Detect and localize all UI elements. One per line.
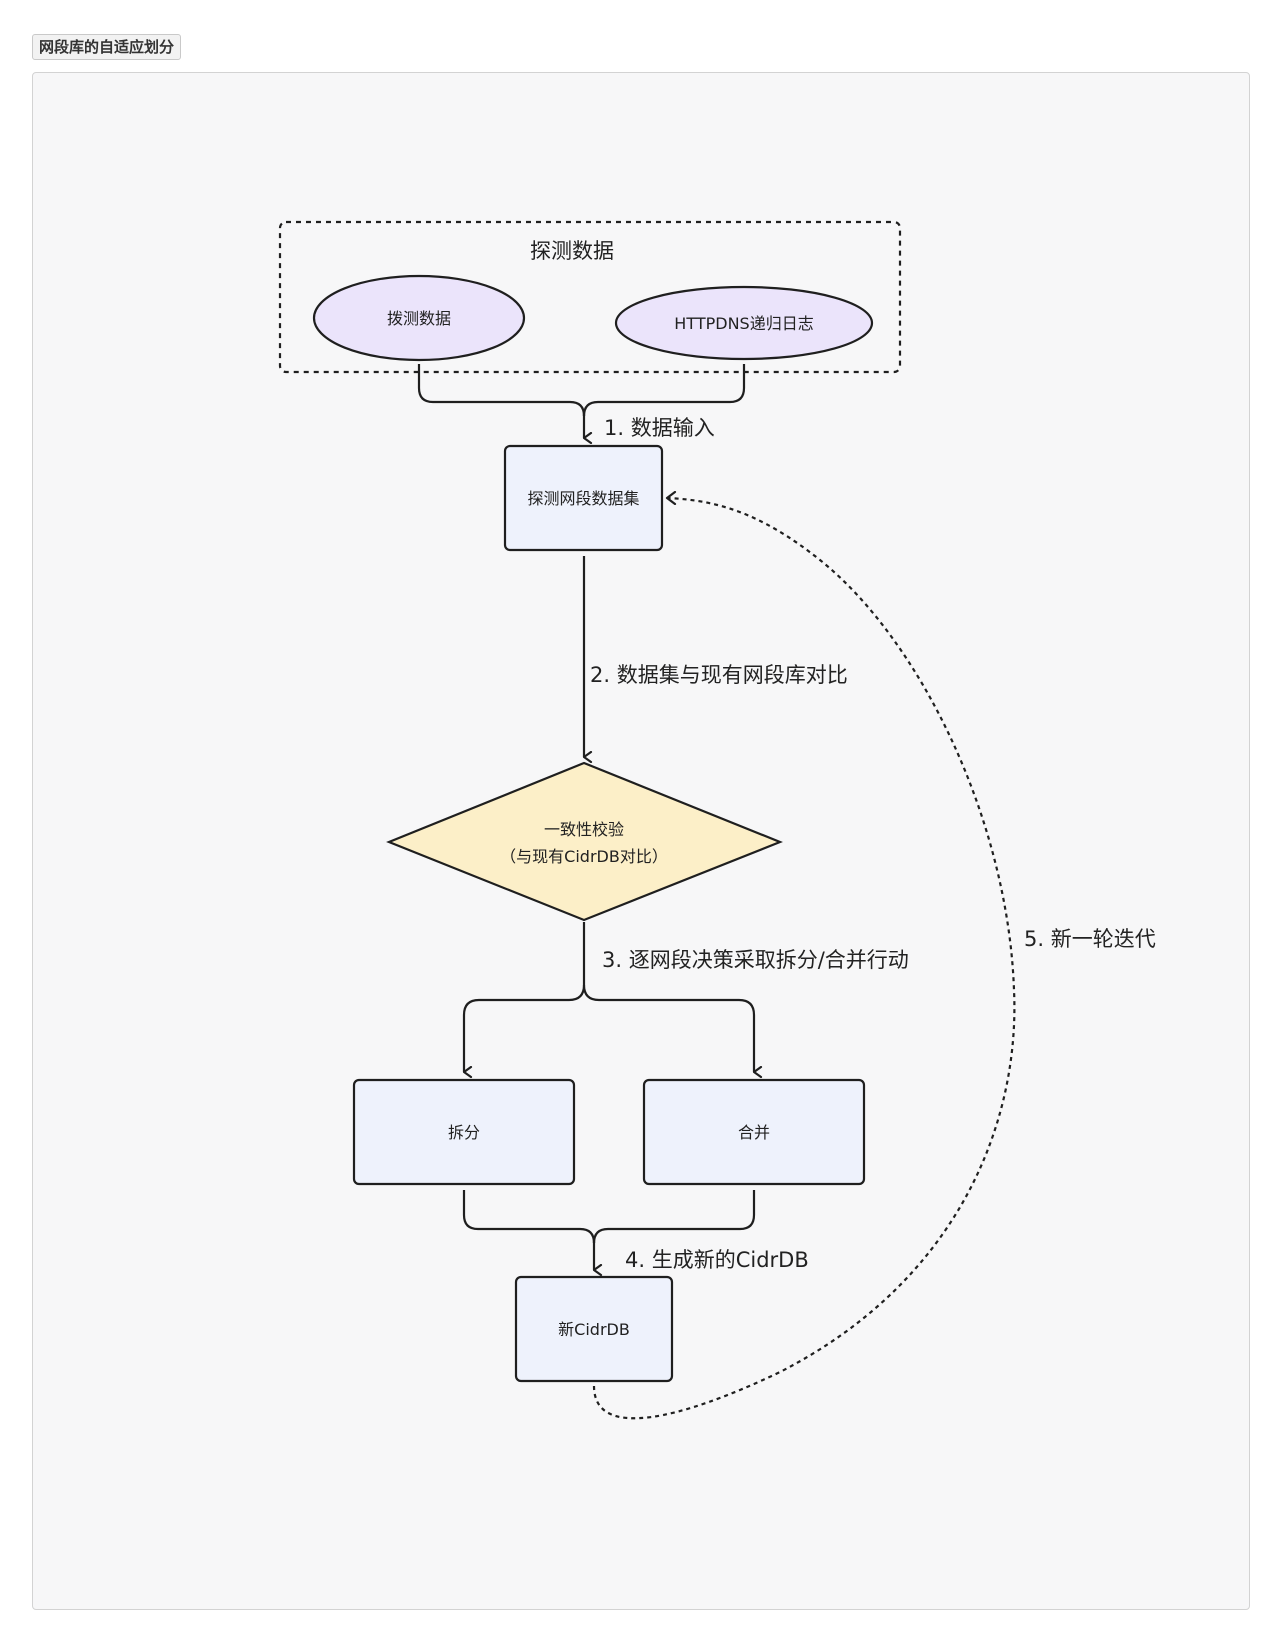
edge-step4-label: 4. 生成新的CidrDB bbox=[625, 1248, 809, 1272]
node-dataset bbox=[503, 444, 664, 552]
node-probe-data-label: 拨测数据 bbox=[387, 309, 451, 328]
page-title: 网段库的自适应划分 bbox=[32, 34, 182, 60]
edge-httpdns-to-junction bbox=[582, 364, 746, 417]
node-merge bbox=[642, 1078, 866, 1186]
node-probe-data bbox=[312, 274, 526, 362]
node-consistency-check bbox=[386, 761, 783, 922]
node-consistency-check-line1: 一致性校验 bbox=[544, 820, 624, 839]
probe-data-group bbox=[278, 220, 902, 374]
edge-step2-label: 2. 数据集与现有网段库对比 bbox=[590, 663, 848, 687]
node-split bbox=[352, 1078, 576, 1186]
node-httpdns-log-label: HTTPDNS递归日志 bbox=[674, 314, 813, 333]
edge-branch-to-split bbox=[462, 984, 586, 1072]
node-consistency-check-line2: （与现有CidrDB对比） bbox=[500, 847, 668, 866]
edge-merge-to-junction bbox=[592, 1190, 756, 1244]
probe-data-group-label: 探测数据 bbox=[530, 239, 614, 263]
node-new-cidrdb-label: 新CidrDB bbox=[558, 1320, 630, 1339]
node-merge-label: 合并 bbox=[738, 1123, 770, 1142]
node-httpdns-log bbox=[614, 285, 874, 361]
node-dataset-label: 探测网段数据集 bbox=[527, 489, 639, 508]
edge-branch-to-merge bbox=[582, 984, 754, 1072]
edge-step1-label: 1. 数据输入 bbox=[604, 416, 715, 440]
edge-probe-to-junction bbox=[417, 364, 586, 417]
edge-step5-label: 5. 新一轮迭代 bbox=[1024, 927, 1156, 951]
edge-step5-feedback bbox=[592, 498, 1016, 1420]
node-new-cidrdb bbox=[514, 1275, 674, 1383]
node-split-label: 拆分 bbox=[448, 1123, 480, 1142]
edge-split-to-junction bbox=[462, 1190, 596, 1244]
edge-step3-label: 3. 逐网段决策采取拆分/合并行动 bbox=[602, 948, 909, 972]
